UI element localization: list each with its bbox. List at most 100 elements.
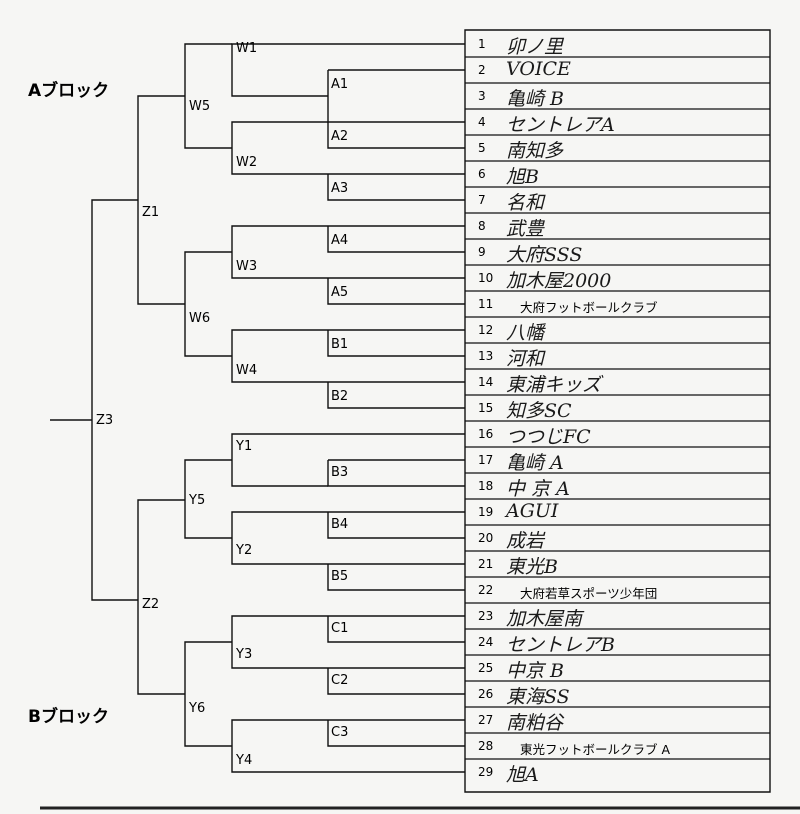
team-name: 武豊: [506, 218, 545, 240]
node-a1: A1: [331, 77, 349, 92]
team-name: 旭B: [506, 166, 539, 188]
team-name: 南粕谷: [506, 712, 564, 734]
team-number: 2: [478, 63, 486, 77]
bracket-line-a2: [327, 122, 465, 149]
node-w5: W5: [189, 99, 211, 114]
team-number: 7: [478, 193, 486, 207]
team-name: 大府フットボールクラブ: [520, 300, 658, 315]
node-w3: W3: [236, 259, 258, 274]
node-w1: W1: [236, 41, 258, 56]
bracket-line-a5: [327, 277, 465, 305]
bracket-line-w1: [231, 43, 465, 97]
team-number: 8: [478, 219, 486, 233]
bracket-line-b4: [327, 511, 465, 539]
team-number: 14: [478, 375, 494, 389]
bracket-line-c1: [327, 615, 465, 643]
team-number: 17: [478, 453, 494, 467]
block-b-label: Bブロック: [28, 707, 109, 727]
team-number: 1: [478, 37, 486, 51]
node-z1: Z1: [142, 205, 160, 220]
team-name: 中京 B: [506, 660, 565, 682]
team-name: つつじFC: [506, 426, 591, 448]
bracket-line-y5: [184, 459, 232, 539]
node-b2: B2: [331, 389, 349, 404]
block-a-label: Aブロック: [28, 81, 110, 101]
bracket-line-b1: [327, 329, 465, 357]
team-number: 11: [478, 297, 494, 311]
node-b3: B3: [331, 465, 349, 480]
bracket-line-b3: [327, 459, 465, 487]
team-number: 20: [478, 531, 494, 545]
node-y3: Y3: [236, 647, 253, 662]
team-number: 24: [478, 635, 494, 649]
team-name: 大府SSS: [506, 244, 583, 266]
node-y4: Y4: [236, 753, 253, 768]
team-name: AGUI: [506, 500, 559, 522]
team-number: 29: [478, 765, 494, 779]
team-number: 21: [478, 557, 494, 571]
node-c2: C2: [331, 673, 349, 688]
node-c3: C3: [331, 725, 349, 740]
team-number: 15: [478, 401, 494, 415]
node-y5: Y5: [189, 493, 206, 508]
team-number: 4: [478, 115, 486, 129]
team-number: 6: [478, 167, 486, 181]
team-number: 22: [478, 583, 494, 597]
team-number: 28: [478, 739, 494, 753]
node-b4: B4: [331, 517, 349, 532]
node-y2: Y2: [236, 543, 253, 558]
node-a4: A4: [331, 233, 349, 248]
node-w4: W4: [236, 363, 258, 378]
node-a2: A2: [331, 129, 349, 144]
team-name: 成岩: [506, 530, 545, 552]
team-number: 13: [478, 349, 494, 363]
team-number: 26: [478, 687, 494, 701]
node-z3: Z3: [96, 413, 114, 428]
team-name: 大府若草スポーツ少年団: [520, 586, 658, 601]
bracket-line-b2: [327, 381, 465, 409]
node-a5: A5: [331, 285, 349, 300]
bracket-line-z3: [50, 199, 138, 601]
team-number: 3: [478, 89, 486, 103]
team-name: 亀崎 A: [506, 452, 564, 474]
node-y1: Y1: [236, 439, 253, 454]
bracket-line-c2: [327, 667, 465, 695]
team-name: 南知多: [506, 140, 564, 162]
team-name: 河和: [506, 348, 545, 370]
node-z2: Z2: [142, 597, 160, 612]
team-name: 卯ノ里: [506, 36, 564, 58]
bracket-line-b5: [327, 563, 465, 591]
bracket-line-a4: [327, 225, 465, 253]
team-number: 23: [478, 609, 494, 623]
team-name: 名和: [506, 192, 545, 214]
team-name: 中 京 A: [506, 478, 570, 500]
node-a3: A3: [331, 181, 349, 196]
node-c1: C1: [331, 621, 349, 636]
team-name: 八幡: [506, 322, 545, 344]
team-name: セントレアB: [506, 634, 615, 656]
team-number: 25: [478, 661, 494, 675]
team-number: 5: [478, 141, 486, 155]
bracket-line-a3: [327, 173, 465, 201]
team-name: 東光フットボールクラブ A: [520, 742, 671, 757]
team-name: 東海SS: [506, 686, 570, 708]
team-name: 知多SC: [506, 400, 572, 422]
node-y6: Y6: [189, 701, 206, 716]
team-number: 19: [478, 505, 494, 519]
team-number: 10: [478, 271, 494, 285]
team-name: 加木屋2000: [506, 270, 612, 292]
team-name: 亀崎 B: [506, 88, 565, 110]
team-name: VOICE: [506, 58, 571, 80]
bracket-line-c3: [327, 719, 465, 747]
team-name: 東光B: [506, 556, 558, 578]
team-name: 東浦キッズ: [506, 374, 602, 396]
bracket-line-z2: [137, 499, 185, 695]
team-name: セントレアA: [506, 114, 615, 136]
team-number: 12: [478, 323, 494, 337]
node-w6: W6: [189, 311, 211, 326]
node-b5: B5: [331, 569, 349, 584]
team-name: 旭A: [506, 764, 539, 786]
node-b1: B1: [331, 337, 349, 352]
